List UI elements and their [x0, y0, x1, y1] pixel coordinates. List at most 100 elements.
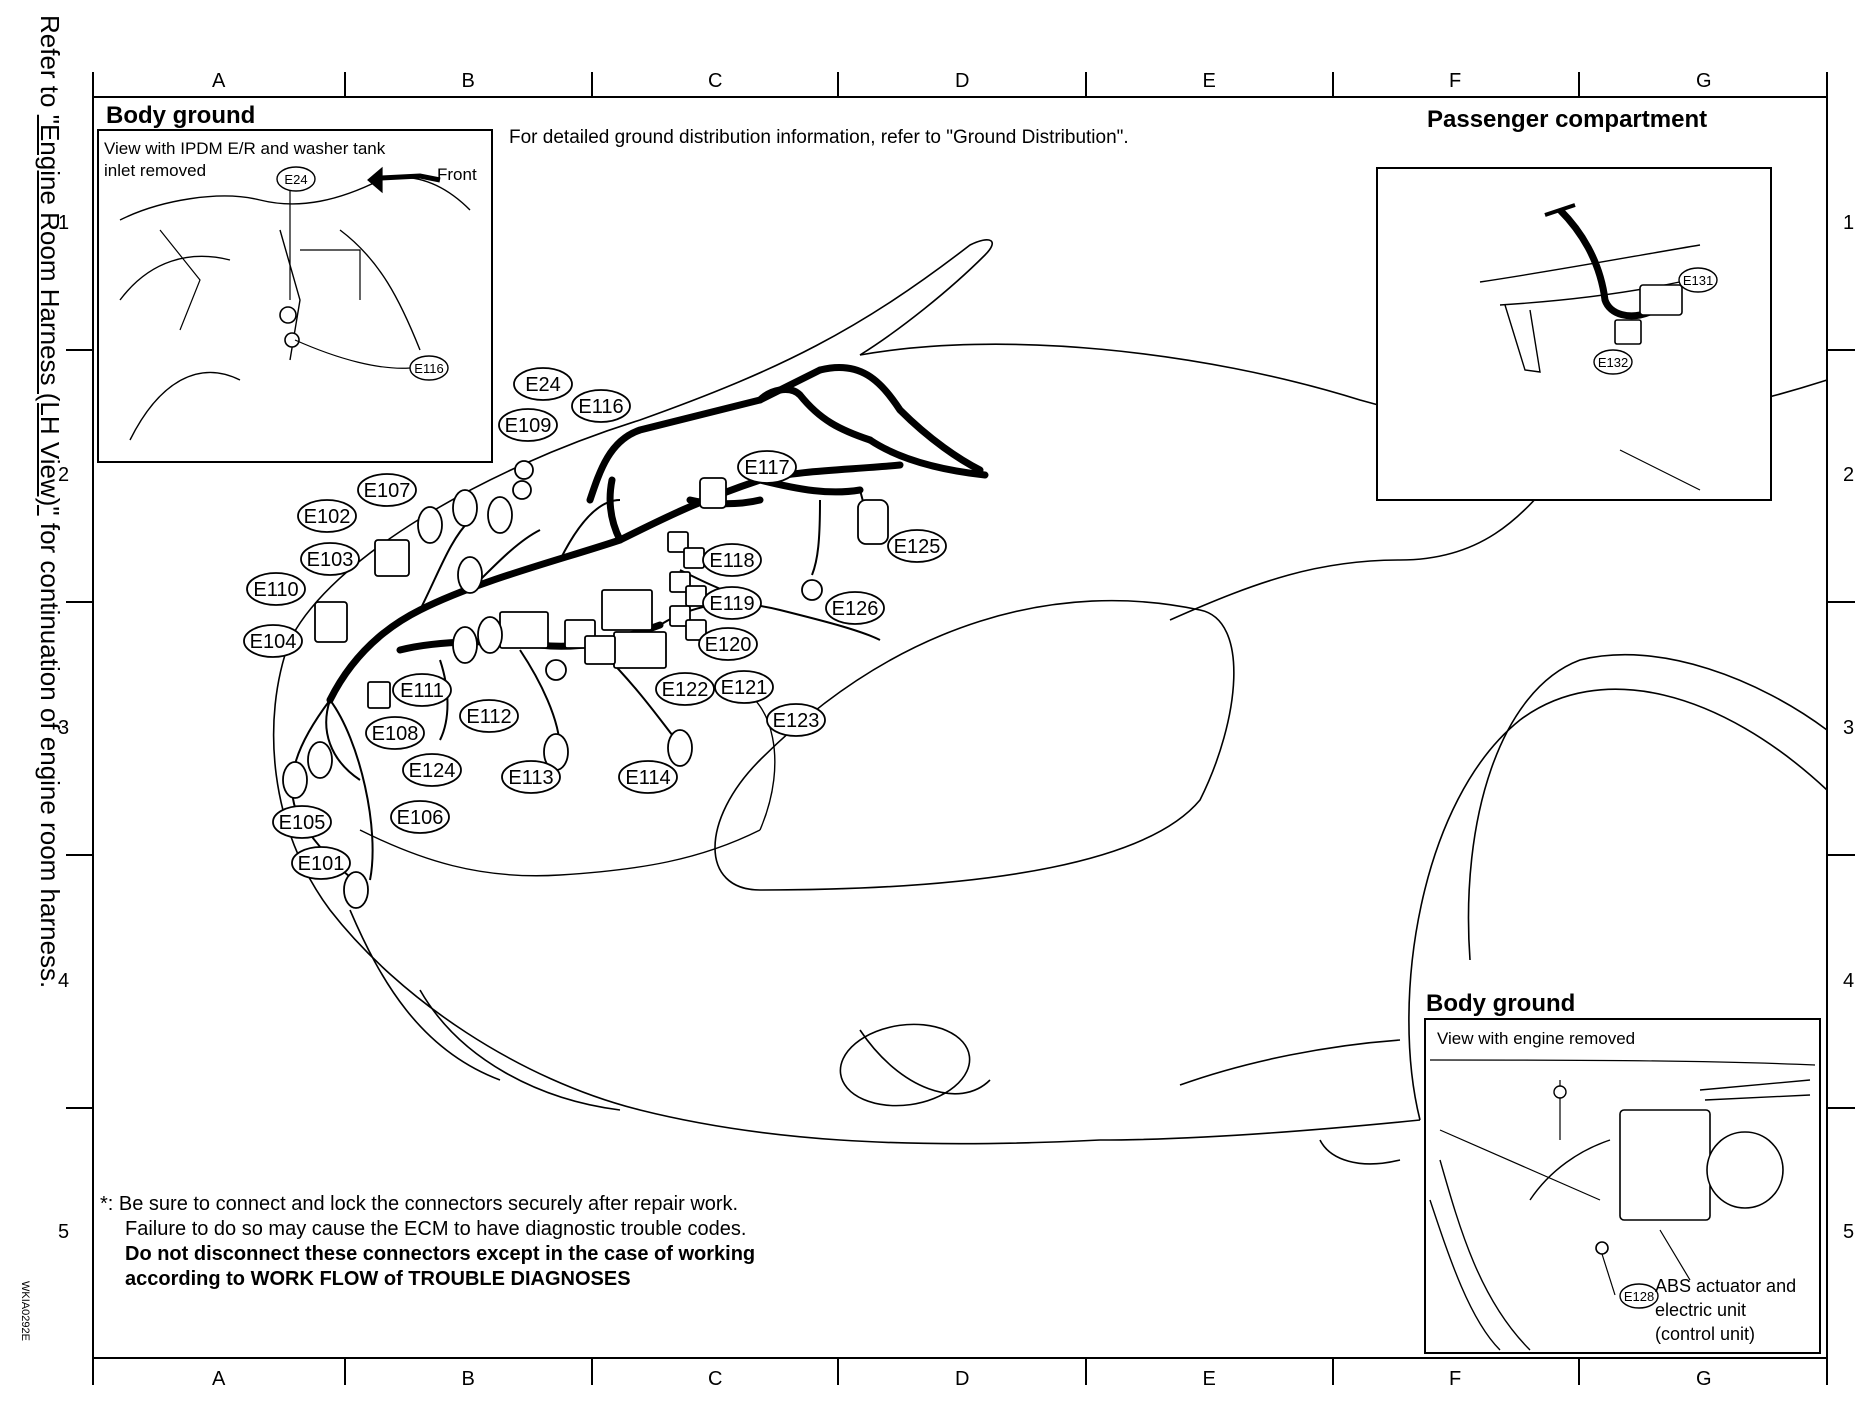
connector-label-e105: E105 [272, 805, 332, 839]
connector-text: E126 [832, 598, 879, 620]
connector-bubble [291, 846, 351, 880]
abs-label-line2: electric unit [1655, 1300, 1747, 1320]
connector-text: E108 [372, 723, 419, 745]
connector-bubble [297, 499, 357, 533]
connector-label-e114: E114 [618, 760, 678, 794]
connector-label-e119: E119 [702, 586, 762, 620]
inset-connector-label-e24: E24 [276, 166, 316, 192]
connector-label-e124: E124 [402, 753, 462, 787]
row-label-2: 2 [1843, 464, 1855, 486]
connector-text: E106 [397, 807, 444, 829]
connector-label-e111: E111 [392, 673, 452, 707]
connector-bubble [766, 703, 826, 737]
connector-text: E107 [364, 480, 411, 502]
side-note-link[interactable]: "Engine Room Harness (LH View)" [35, 114, 65, 516]
inset-connector-label-e131: E131 [1678, 267, 1718, 293]
connector-text: E111 [400, 680, 444, 702]
connector-text: E102 [304, 506, 351, 528]
connector-label-e112: E112 [459, 699, 519, 733]
connector-text: E122 [662, 679, 709, 701]
body-ground-title-top: Body ground [106, 102, 256, 129]
connector-text: E104 [250, 631, 297, 653]
connector-label-e103: E103 [300, 542, 360, 576]
connector-text: E121 [721, 677, 768, 699]
row-label-2: 2 [58, 464, 70, 486]
connector-label-e101: E101 [291, 846, 351, 880]
inset-connector-text: E116 [414, 361, 443, 376]
connector-label-e125: E125 [887, 529, 947, 563]
inset-connector-text: E24 [284, 172, 307, 187]
inset-connector-label-e132: E132 [1593, 349, 1633, 375]
connector-bubble [714, 670, 774, 704]
connector-bubble [655, 672, 715, 706]
column-label-a: A [212, 70, 226, 92]
top-inset-caption-line1: View with IPDM E/R and washer tank [104, 139, 386, 158]
abs-label-line3: (control unit) [1655, 1324, 1756, 1344]
connector-text: E103 [307, 549, 354, 571]
bottom-inset-caption: View with engine removed [1437, 1029, 1636, 1048]
side-note-prefix: Refer to [35, 15, 65, 115]
connector-label-e120: E120 [698, 627, 758, 661]
inset-connector-label-e128: E128 [1619, 1283, 1659, 1309]
column-label-b: B [461, 1368, 475, 1390]
row-label-1: 1 [1843, 211, 1855, 234]
footer-line2: Failure to do so may cause the ECM to ha… [125, 1218, 747, 1240]
inset-connector-text: E132 [1598, 355, 1628, 370]
connector-text: E123 [773, 710, 820, 732]
column-label-a: A [212, 1368, 226, 1390]
inset-connector-bubble [409, 355, 449, 381]
connector-text: E120 [705, 634, 752, 656]
inset-connector-bubble [1593, 349, 1633, 375]
body-ground-title-bottom: Body ground [1426, 990, 1576, 1017]
connector-text: E24 [525, 374, 561, 396]
column-label-e: E [1202, 1368, 1216, 1390]
connector-text: E118 [709, 550, 754, 572]
connector-text: E114 [625, 767, 670, 789]
column-label-b: B [461, 70, 475, 92]
connector-bubble [459, 699, 519, 733]
connector-bubble [571, 389, 631, 423]
connector-bubble [498, 408, 558, 442]
column-label-c: C [708, 1368, 723, 1390]
inset-connector-bubble [276, 166, 316, 192]
side-note-suffix: for continuation of engine room harness. [35, 515, 65, 989]
connector-label-e116: E116 [571, 389, 631, 423]
top-inset-caption-line2: inlet removed [104, 161, 207, 180]
inset-connector-label-e116: E116 [409, 355, 449, 381]
connector-text: E119 [709, 593, 754, 615]
footer-line4: according to WORK FLOW of TROUBLE DIAGNO… [125, 1268, 631, 1290]
connector-text: E105 [279, 812, 326, 834]
connector-text: E101 [298, 853, 345, 875]
connector-label-e122: E122 [655, 672, 715, 706]
row-label-3: 3 [58, 716, 70, 739]
connector-bubble [243, 624, 303, 658]
connector-label-e108: E108 [365, 716, 425, 750]
connector-bubble [698, 627, 758, 661]
column-label-c: C [708, 70, 723, 92]
connector-bubble [501, 760, 561, 794]
ground-distribution-note: For detailed ground distribution informa… [509, 127, 1129, 148]
grid-ticks [66, 72, 1855, 1385]
connector-text: E125 [894, 536, 941, 558]
front-label: Front [437, 165, 477, 184]
inset-connector-text: E128 [1624, 1289, 1654, 1304]
connector-bubble [357, 473, 417, 507]
connector-bubble [402, 753, 462, 787]
column-label-e: E [1202, 70, 1216, 92]
connector-bubble [702, 586, 762, 620]
connector-bubble [513, 367, 573, 401]
connector-bubble [300, 542, 360, 576]
column-label-d: D [955, 70, 970, 92]
connector-label-e123: E123 [766, 703, 826, 737]
connector-label-e109: E109 [498, 408, 558, 442]
inset-connector-text: E131 [1683, 273, 1713, 288]
connector-bubble [737, 450, 797, 484]
connector-text: E124 [409, 760, 456, 782]
column-label-g: G [1696, 1368, 1712, 1390]
figure-code: WKIA0292E [19, 1281, 31, 1341]
row-label-3: 3 [1843, 716, 1855, 739]
row-label-4: 4 [58, 969, 70, 992]
column-label-d: D [955, 1368, 970, 1390]
